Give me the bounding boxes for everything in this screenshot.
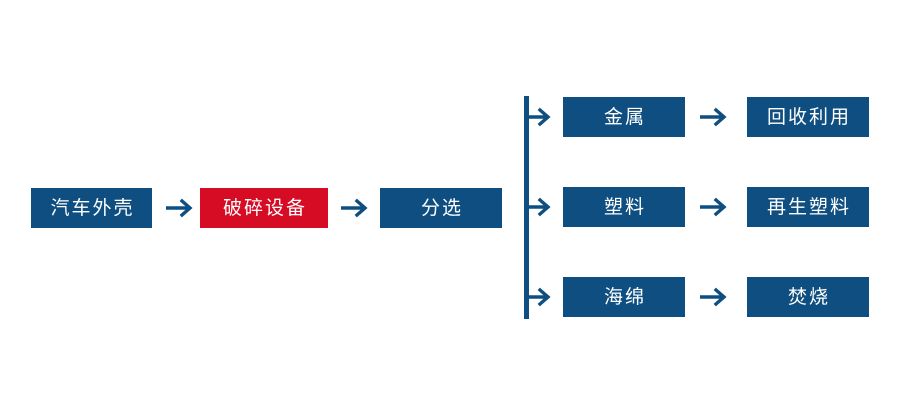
node-recycling-reuse[interactable]: 回收利用 bbox=[747, 97, 869, 137]
arrow-right-icon-1 bbox=[166, 197, 198, 219]
node-shredder-equipment[interactable]: 破碎设备 bbox=[200, 188, 328, 228]
branch-arrow-right-icon-3 bbox=[527, 286, 555, 308]
node-plastic[interactable]: 塑料 bbox=[563, 187, 685, 227]
arrow-right-icon-4 bbox=[700, 196, 732, 218]
node-sorting[interactable]: 分选 bbox=[380, 188, 502, 228]
arrow-right-icon-2 bbox=[341, 197, 373, 219]
branch-arrow-right-icon-1 bbox=[527, 106, 555, 128]
arrow-right-icon-3 bbox=[700, 106, 732, 128]
node-recycled-plastic[interactable]: 再生塑料 bbox=[747, 187, 869, 227]
node-metal[interactable]: 金属 bbox=[563, 97, 685, 137]
node-car-shell[interactable]: 汽车外壳 bbox=[31, 188, 152, 228]
node-incineration[interactable]: 焚烧 bbox=[747, 277, 869, 317]
node-sponge[interactable]: 海绵 bbox=[563, 277, 685, 317]
branch-arrow-right-icon-2 bbox=[527, 196, 555, 218]
arrow-right-icon-5 bbox=[700, 286, 732, 308]
